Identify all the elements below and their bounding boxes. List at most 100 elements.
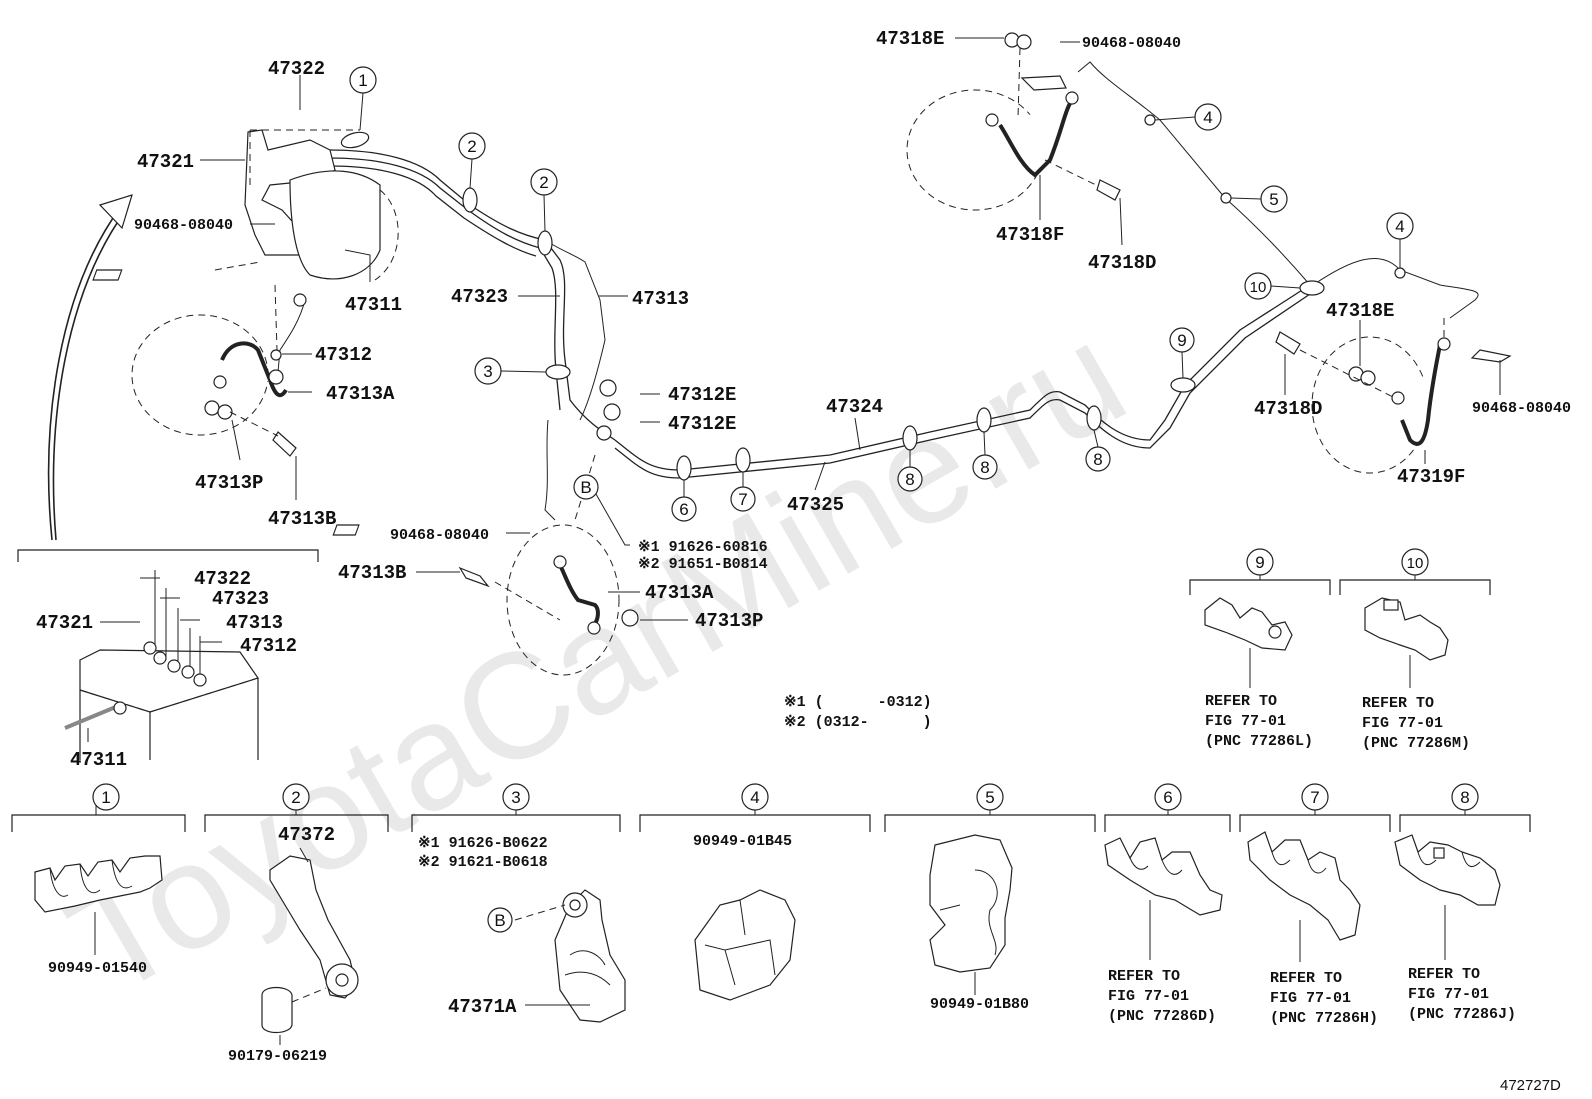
clamp-8-refer-2: FIG 77-01 — [1408, 986, 1489, 1003]
label-47311: 47311 — [345, 294, 402, 316]
clamp-7-refer-1: REFER TO — [1270, 970, 1342, 987]
label-47313B: 47313B — [268, 508, 336, 530]
inset-label-47312: 47312 — [240, 635, 297, 657]
inset-label-47322: 47322 — [194, 568, 251, 590]
clamp-4-number: 4 — [750, 788, 759, 807]
clamp-labels: 1 90949-01540 2 47372 90179-06219 3 ※1 9… — [48, 548, 1516, 1065]
inset-label-47311: 47311 — [70, 749, 127, 771]
svg-text:7: 7 — [738, 490, 747, 509]
callout-8a: 8 — [897, 450, 923, 492]
rear-right-hose — [1275, 318, 1512, 474]
svg-text:8: 8 — [905, 470, 914, 489]
pipe-clamp-markers — [462, 114, 1406, 481]
inset-detail — [17, 549, 319, 760]
leader-lines — [94, 37, 1501, 1045]
clamp-9-refer-1: REFER TO — [1205, 693, 1277, 710]
svg-text:10: 10 — [1250, 279, 1267, 296]
clamp-6-refer-1: REFER TO — [1108, 968, 1180, 985]
clamp-8-number: 8 — [1460, 788, 1469, 807]
front-left-hose — [131, 284, 297, 457]
label-47313A-2: 47313A — [645, 582, 714, 604]
callout-7: 7 — [730, 472, 756, 512]
part-labels: 47322 47321 90468-08040 47311 4 7 3 1 2 4731… — [134, 28, 1571, 632]
applicability-notes: ※1 ( -0312) ※2 (0312- ) — [784, 694, 932, 731]
svg-text:2: 2 — [539, 173, 548, 192]
clamp-3-ref-b: B — [494, 911, 505, 930]
rear-left-hose — [906, 32, 1121, 211]
clamp-10-refer-1: REFER TO — [1362, 695, 1434, 712]
clamp-6-drawing — [1104, 837, 1223, 916]
label-47313P: 47313P — [195, 472, 263, 494]
label-47313P-2: 47313P — [695, 610, 763, 632]
label-47318F: 47318F — [996, 224, 1064, 246]
figure-id: 472727D — [1500, 1077, 1561, 1094]
clamp-3-note1: ※1 91626-B0622 — [418, 835, 548, 852]
label-47325: 47325 — [787, 494, 844, 516]
detail-arrow — [47, 194, 133, 541]
callout-4a: 4 — [1154, 103, 1222, 131]
svg-text:3: 3 — [483, 362, 492, 381]
label-47312E-1: 47312E — [668, 384, 736, 406]
label-47323: 47323 — [451, 286, 508, 308]
clamp-4-part: 90949-01B45 — [693, 833, 792, 850]
clamp-10-refer-3: (PNC 77286M) — [1362, 735, 1470, 752]
svg-text:4: 4 — [1203, 108, 1212, 127]
clamp-3-drawing — [514, 889, 626, 1023]
clamp-3-part: 47371A — [448, 996, 517, 1018]
clamp-1-part: 90949-01540 — [48, 960, 147, 977]
inset-label-47323: 47323 — [212, 588, 269, 610]
callout-5: 5 — [1230, 185, 1288, 213]
clamp-5-part: 90949-01B80 — [930, 996, 1029, 1013]
label-47313B-2: 47313B — [338, 562, 406, 584]
svg-text:4: 4 — [1395, 217, 1404, 236]
inset-labels: 47322 47323 47321 47313 47312 47311 — [36, 568, 297, 771]
clamp-5-drawing — [929, 834, 1013, 973]
clamp-6-refer-2: FIG 77-01 — [1108, 988, 1189, 1005]
clamp-2-part-a: 47372 — [278, 824, 335, 846]
label-note1-part: ※1 91626-60816 — [638, 539, 768, 556]
label-47318E-right: 47318E — [1326, 300, 1394, 322]
label-90468-top: 90468-08040 — [1082, 35, 1181, 52]
callout-2b: 2 — [530, 168, 558, 232]
front-right-hose — [332, 379, 639, 676]
clamp-3-note2: ※2 91621-B0618 — [418, 854, 548, 871]
svg-text:B: B — [580, 478, 591, 497]
callout-4b: 4 — [1386, 212, 1414, 268]
callout-1: 1 — [349, 66, 377, 131]
label-47318E-top: 47318E — [876, 28, 944, 50]
label-47313A: 47313A — [326, 383, 395, 405]
clamp-3-number: 3 — [511, 788, 520, 807]
clamp-4-drawing — [694, 889, 796, 1001]
label-90468-a: 90468-08040 — [134, 217, 233, 234]
inset-label-47321: 47321 — [36, 612, 93, 634]
label-note2-part: ※2 91651-B0814 — [638, 556, 768, 573]
clamp-1-drawing — [34, 855, 163, 913]
clamp-6-number: 6 — [1163, 788, 1172, 807]
note-line-1: ※1 ( -0312) — [784, 694, 932, 711]
clamp-7-number: 7 — [1310, 788, 1319, 807]
label-47318D: 47318D — [1088, 252, 1156, 274]
label-47313: 47313 — [632, 288, 689, 310]
svg-text:1: 1 — [358, 71, 367, 90]
clamp-9-drawing — [1204, 597, 1293, 651]
svg-text:8: 8 — [1093, 450, 1102, 469]
clamp-2-part-b: 90179-06219 — [228, 1048, 327, 1065]
clamp-5-number: 5 — [985, 788, 994, 807]
label-47319F: 47319F — [1397, 466, 1465, 488]
clamp-2-drawing — [261, 855, 359, 1034]
clamp-10-refer-2: FIG 77-01 — [1362, 715, 1443, 732]
callout-2a: 2 — [458, 132, 486, 189]
label-47321: 47321 — [137, 151, 194, 173]
label-90468-right: 90468-08040 — [1472, 400, 1571, 417]
callout-B: B — [573, 474, 599, 500]
callout-3: 3 — [474, 357, 547, 385]
clamp-7-refer-2: FIG 77-01 — [1270, 990, 1351, 1007]
clamp-9-refer-3: (PNC 77286L) — [1205, 733, 1313, 750]
clamp-7-drawing — [1247, 831, 1361, 941]
svg-text:5: 5 — [1269, 190, 1278, 209]
inset-label-47313: 47313 — [226, 612, 283, 634]
clamp-10-number: 10 — [1407, 555, 1424, 572]
callout-8b: 8 — [972, 431, 998, 480]
label-47312E-2: 47312E — [668, 413, 736, 435]
